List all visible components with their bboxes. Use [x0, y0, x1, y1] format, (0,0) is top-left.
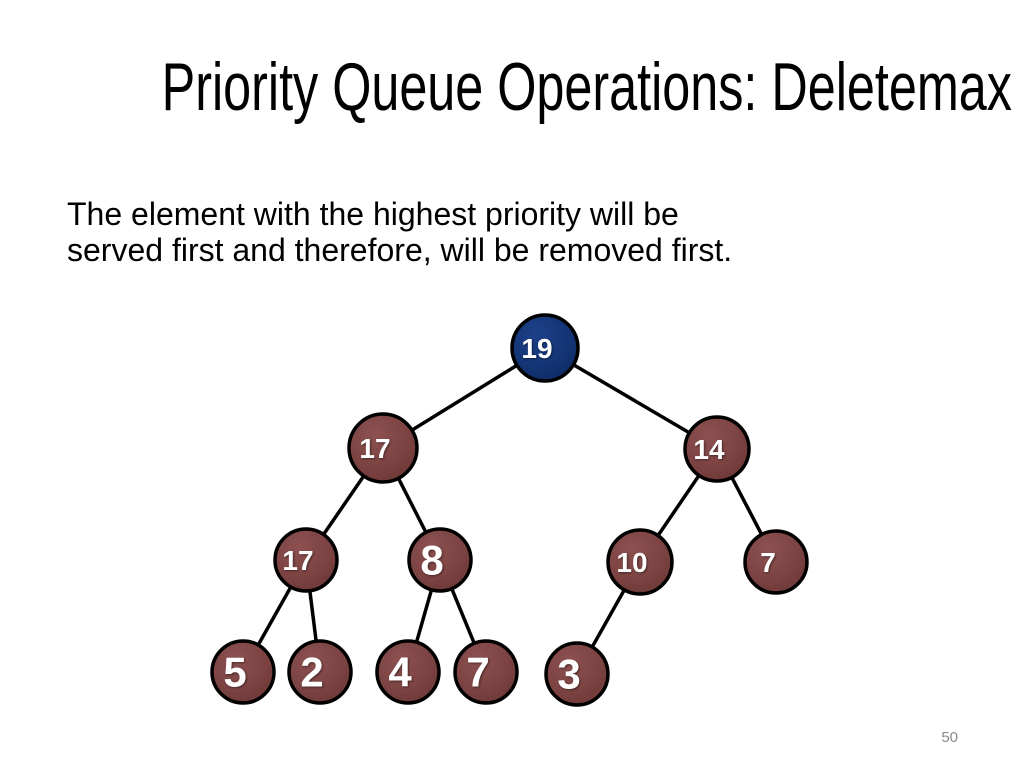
- node-label: 17: [282, 545, 313, 576]
- tree-node-17-n17a: 17: [347, 412, 419, 484]
- node-circle: [375, 639, 441, 705]
- tree-node-7-n7b: 7: [453, 639, 519, 705]
- node-circle: [407, 527, 473, 593]
- body-line-2: served first and therefore, will be remo…: [67, 232, 733, 268]
- tree-node-2-n2: 2: [287, 639, 353, 705]
- tree-node-19-n19: 19: [510, 313, 580, 383]
- tree-node-17-n17b: 17: [273, 527, 339, 593]
- node-circle: [743, 529, 809, 595]
- page-number: 50: [941, 729, 958, 746]
- node-label: 17: [359, 433, 390, 464]
- node-circle: [273, 527, 339, 593]
- node-label: 8: [420, 537, 443, 584]
- node-circle: [453, 639, 519, 705]
- node-circle: [606, 528, 674, 596]
- slide-body-text: The element with the highest priority wi…: [67, 196, 897, 268]
- slide-title: Priority Queue Operations: Deletemax [1]: [0, 49, 1024, 125]
- node-circle: [347, 412, 419, 484]
- tree-node-10-n10: 10: [606, 528, 674, 596]
- node-circle: [683, 415, 751, 483]
- node-label: 2: [300, 649, 323, 696]
- node-label: 14: [693, 434, 725, 465]
- tree-node-14-n14: 14: [683, 415, 751, 483]
- tree-node-8-n8: 8: [407, 527, 473, 593]
- node-label: 10: [616, 547, 647, 578]
- node-label: 3: [557, 651, 580, 698]
- node-label: 5: [223, 649, 246, 696]
- node-label: 4: [388, 649, 412, 696]
- tree-node-5-n5: 5: [210, 639, 276, 705]
- tree-node-7-n7a: 7: [743, 529, 809, 595]
- slide-title-text: Priority Queue Operations: Deletemax [1]: [161, 49, 1024, 125]
- root-node-circle: [510, 313, 580, 383]
- tree-edges: [241, 346, 778, 676]
- node-label: 19: [521, 333, 552, 364]
- body-line-1: The element with the highest priority wi…: [67, 196, 679, 232]
- node-circle: [544, 641, 610, 707]
- node-circle: [287, 639, 353, 705]
- node-label: 7: [760, 547, 776, 578]
- node-circle: [210, 639, 276, 705]
- tree-nodes: 19 17 14 17 8 10 7 5 2 4 7 3: [210, 313, 809, 707]
- tree-node-3-n3: 3: [544, 641, 610, 707]
- node-label: 7: [466, 649, 489, 696]
- tree-node-4-n4: 4: [375, 639, 441, 705]
